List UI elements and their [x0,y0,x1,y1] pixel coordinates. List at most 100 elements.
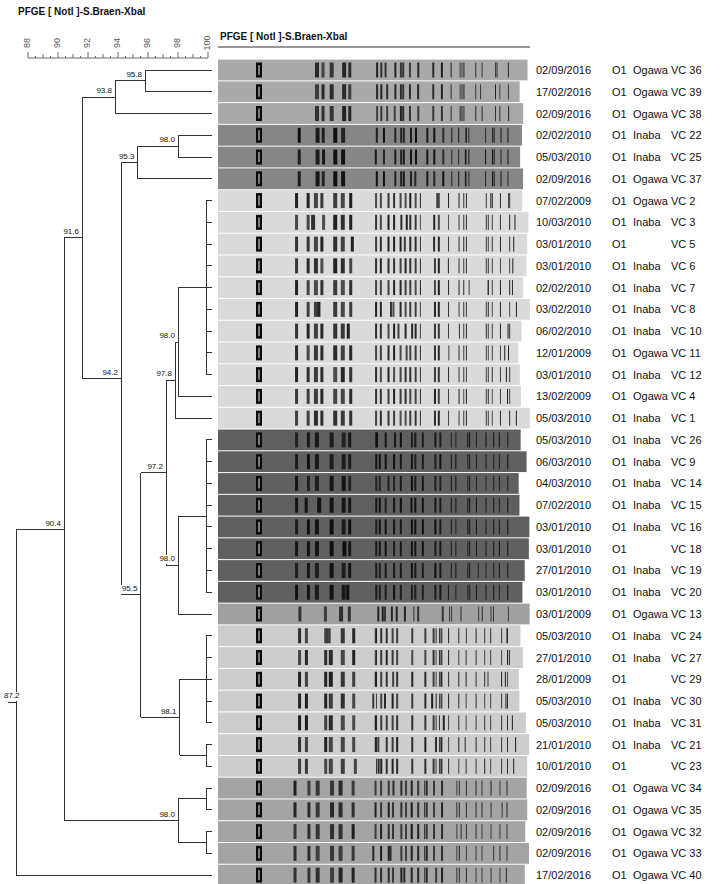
gel-band [379,541,381,556]
gel-band [469,563,470,578]
gel-band [433,237,435,252]
isolate-id: VC 12 [671,369,702,381]
gel-band [405,258,407,273]
isolation-date: 02/09/2016 [536,64,591,76]
gel-band [295,237,298,252]
gel-band [400,498,402,513]
gel-band [455,541,456,556]
gel-band [506,802,507,817]
band-highlight [259,674,260,684]
lane-ground [218,125,522,146]
gel-band [414,498,416,513]
gel-band [400,280,402,295]
gel-band [333,280,337,295]
band-highlight [259,65,260,75]
gel-band [394,432,396,447]
isolation-date: 07/02/2010 [536,499,591,511]
isolate-id: VC 14 [671,477,702,489]
gel-band [410,498,412,513]
isolation-date: 07/02/2009 [536,195,591,207]
gel-band [507,432,508,447]
serotype: Inaba [633,282,661,294]
gel-band [500,215,501,230]
gel-band [329,650,333,665]
gel-band [375,411,377,426]
gel-band [256,715,262,730]
gel-band [339,868,343,883]
gel-band [339,824,343,839]
gel-band [409,302,411,317]
gel-band [459,868,460,883]
serogroup: O1 [612,64,627,76]
gel-band [482,846,483,861]
gel-band [451,432,452,447]
gel-band [396,607,398,622]
gel-band [504,345,505,360]
gel-band [409,63,411,78]
gel-band [439,476,441,491]
gel-band [455,585,456,600]
gel-band [500,237,501,252]
gel-band [330,63,334,78]
gel-band [499,454,500,469]
gel-band [507,519,508,534]
gel-band [341,150,345,165]
gel-band [438,324,440,339]
gel-band [256,302,262,317]
tree-branch [178,135,212,136]
gel-band [507,541,508,556]
gel-band [400,802,402,817]
gel-band [448,715,449,730]
gel-band [352,737,355,752]
gel-band [463,367,464,382]
gel-band [256,237,262,252]
gel-band [455,432,456,447]
gel-band [330,563,334,578]
gel-band [420,324,421,339]
gel-band [411,476,413,491]
gel-band [420,237,421,252]
gel-band [466,650,467,665]
gel-image [218,60,530,884]
gel-band [438,411,440,426]
tree-branch [206,439,212,440]
gel-band [379,454,381,469]
gel-band [372,694,374,709]
gel-lane [218,190,522,211]
gel-band [393,324,395,339]
gel-band [493,541,494,556]
gel-band [468,128,469,143]
gel-band [463,84,464,99]
gel-band [316,846,320,861]
gel-band [455,563,456,578]
gel-band [502,802,503,817]
serogroup: O1 [612,826,627,838]
band-highlight [259,500,260,510]
gel-band [458,150,459,165]
gel-band [507,672,508,687]
scale-tick [193,54,194,58]
gel-band [440,650,442,665]
gel-band [380,802,382,817]
gel-band [439,737,440,752]
tree-branch [206,701,212,702]
gel-band [380,280,382,295]
gel-band [388,846,390,861]
gel-band [448,237,449,252]
gel-band [492,302,493,317]
similarity-value: 98.0 [158,555,176,564]
gel-band [405,781,407,796]
gel-band [320,367,323,382]
tree-branch [115,113,212,114]
band-highlight [259,696,260,706]
gel-band [376,106,378,121]
gel-band [467,585,468,600]
gel-band [495,106,496,121]
gel-band [307,802,310,817]
gel-band [492,411,493,426]
tree-branch [82,97,115,98]
gel-band [379,563,381,578]
similarity-value: 98.0 [158,811,176,820]
gel-band [488,367,489,382]
